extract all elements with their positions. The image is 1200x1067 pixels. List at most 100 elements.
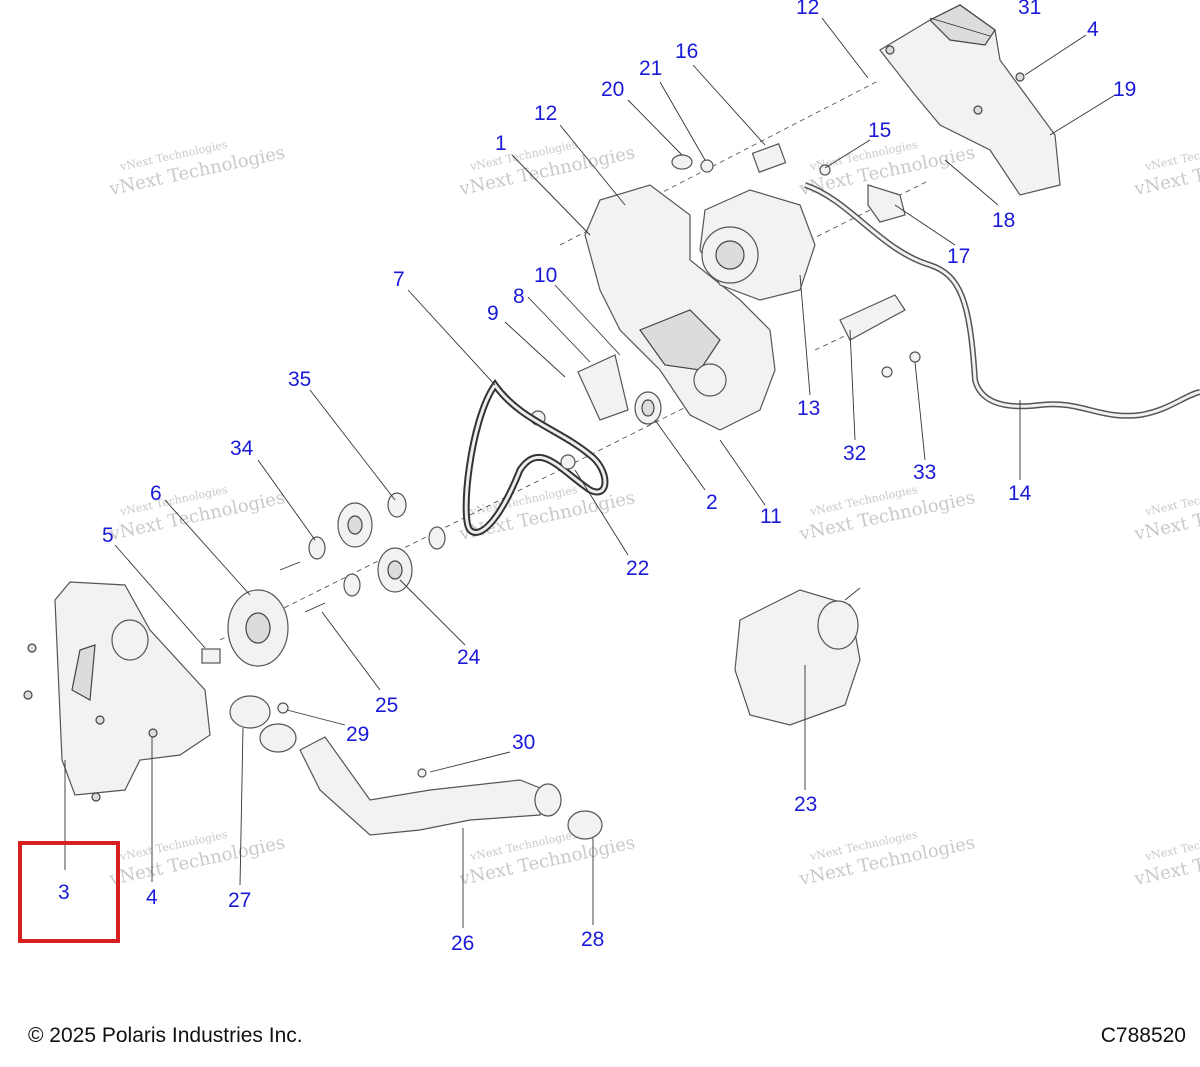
- intake-duct-26: [299, 736, 546, 836]
- bolt-icon: [973, 105, 983, 115]
- fastener-29-icon: [277, 702, 289, 714]
- leader-line: [574, 469, 629, 556]
- callout-7[interactable]: 7: [393, 268, 405, 291]
- callout-28[interactable]: 28: [581, 928, 604, 951]
- leader-line: [114, 544, 206, 649]
- bracket-16: [751, 143, 787, 173]
- leader-line: [929, 17, 991, 37]
- callout-4[interactable]: 4: [1087, 18, 1099, 41]
- leader-line: [527, 296, 591, 363]
- callout-24[interactable]: 24: [457, 646, 481, 669]
- belt-fill: [464, 382, 607, 534]
- leader-line: [654, 419, 706, 491]
- callout-22[interactable]: 22: [626, 557, 649, 580]
- centerline: [559, 79, 881, 246]
- front-cover-part: [584, 184, 776, 431]
- callout-23[interactable]: 23: [794, 793, 817, 816]
- callout-19[interactable]: 19: [1113, 78, 1136, 101]
- leader-line: [659, 81, 706, 161]
- callout-10[interactable]: 10: [534, 264, 557, 287]
- callout-8[interactable]: 8: [513, 285, 525, 308]
- washer-35-icon: [387, 492, 407, 518]
- bolt-icon: [27, 643, 37, 653]
- watermark: vNext Technologies vNext Technologies: [797, 828, 977, 890]
- leader-line: [824, 139, 871, 169]
- leader-line: [554, 284, 621, 356]
- callout-6[interactable]: 6: [150, 482, 162, 505]
- front-cover-recess: [639, 309, 721, 371]
- callout-27[interactable]: 27: [228, 889, 251, 912]
- callout-3[interactable]: 3: [58, 881, 70, 904]
- callout-34[interactable]: 34: [230, 437, 254, 460]
- watermark: vNext Technologies vNext Technologies: [107, 828, 287, 890]
- callout-16[interactable]: 16: [675, 40, 698, 63]
- clamp-27-icon: [229, 695, 271, 729]
- callout-15[interactable]: 15: [868, 119, 891, 142]
- callout-11[interactable]: 11: [760, 505, 782, 528]
- leader-line: [321, 611, 381, 691]
- nut-21: [700, 159, 714, 173]
- crank-pulley-hub: [245, 612, 271, 644]
- callout-5[interactable]: 5: [102, 524, 114, 547]
- callout-2[interactable]: 2: [706, 491, 718, 514]
- callout-1[interactable]: 1: [495, 132, 507, 155]
- heat-shield-part: [879, 4, 1061, 196]
- callout-9[interactable]: 9: [487, 302, 499, 325]
- bolt-33: [909, 351, 921, 363]
- alternator-hub-icon: [715, 240, 745, 270]
- callout-25[interactable]: 25: [375, 694, 398, 717]
- callout-29[interactable]: 29: [346, 723, 369, 746]
- bolt-icon: [279, 561, 301, 571]
- callout-30[interactable]: 30: [512, 731, 535, 754]
- selected-part-highlight: [18, 841, 120, 943]
- fastener-30-icon: [417, 768, 427, 778]
- clamp-icon: [259, 723, 297, 753]
- cover-3-part: [23, 581, 211, 802]
- heat-shield-top: [928, 4, 996, 46]
- callout-33[interactable]: 33: [913, 461, 936, 484]
- bolt-25-icon: [304, 602, 326, 613]
- cover-port-icon: [111, 619, 149, 661]
- ac-compressor-part: [734, 587, 861, 726]
- callout-4[interactable]: 4: [146, 886, 158, 909]
- leader-line: [894, 204, 956, 246]
- callout-13[interactable]: 13: [797, 397, 820, 420]
- callout-14[interactable]: 14: [1008, 482, 1032, 505]
- callout-labels: 1 2 3 4 4 5 6 7 8 9 10 11 12 12 13 14 15…: [58, 0, 1136, 955]
- leader-line: [239, 727, 244, 886]
- duct-end-icon: [534, 783, 562, 817]
- leader-line: [399, 579, 466, 646]
- hose-fill: [804, 183, 1200, 418]
- copyright-text: © 2025 Polaris Industries Inc.: [28, 1024, 303, 1047]
- callout-21[interactable]: 21: [639, 57, 662, 80]
- callout-17[interactable]: 17: [947, 245, 970, 268]
- bracket-32-shape: [839, 294, 906, 341]
- watermark: vNext Technologies vNext Technologies: [1132, 138, 1200, 200]
- leader-line: [849, 329, 856, 441]
- leader-line: [1049, 94, 1116, 136]
- seal-bore-icon: [693, 363, 727, 397]
- alternator-part: [699, 189, 816, 301]
- leader-lines: [64, 17, 1116, 928]
- leader-line: [407, 289, 496, 386]
- callout-18[interactable]: 18: [992, 209, 1015, 232]
- callout-32[interactable]: 32: [843, 442, 866, 465]
- callout-31[interactable]: 31: [1018, 0, 1041, 19]
- callout-35[interactable]: 35: [288, 368, 311, 391]
- idler-pulleys: [279, 492, 446, 613]
- callout-12[interactable]: 12: [796, 0, 819, 19]
- duct-assembly: [229, 695, 603, 840]
- eye-bolt-20: [671, 154, 693, 170]
- leader-line: [1024, 34, 1087, 76]
- callout-26[interactable]: 26: [451, 932, 474, 955]
- washer-icon: [428, 526, 446, 550]
- washer-icon: [343, 573, 361, 597]
- idler-hub-icon: [387, 560, 403, 580]
- washer-34-icon: [308, 536, 326, 560]
- watermark: vNext Technologies vNext Technologies: [1132, 483, 1200, 545]
- idler-hub-icon: [347, 515, 363, 535]
- callout-12[interactable]: 12: [534, 102, 557, 125]
- cover-3-shape: [54, 581, 211, 796]
- callout-20[interactable]: 20: [601, 78, 624, 101]
